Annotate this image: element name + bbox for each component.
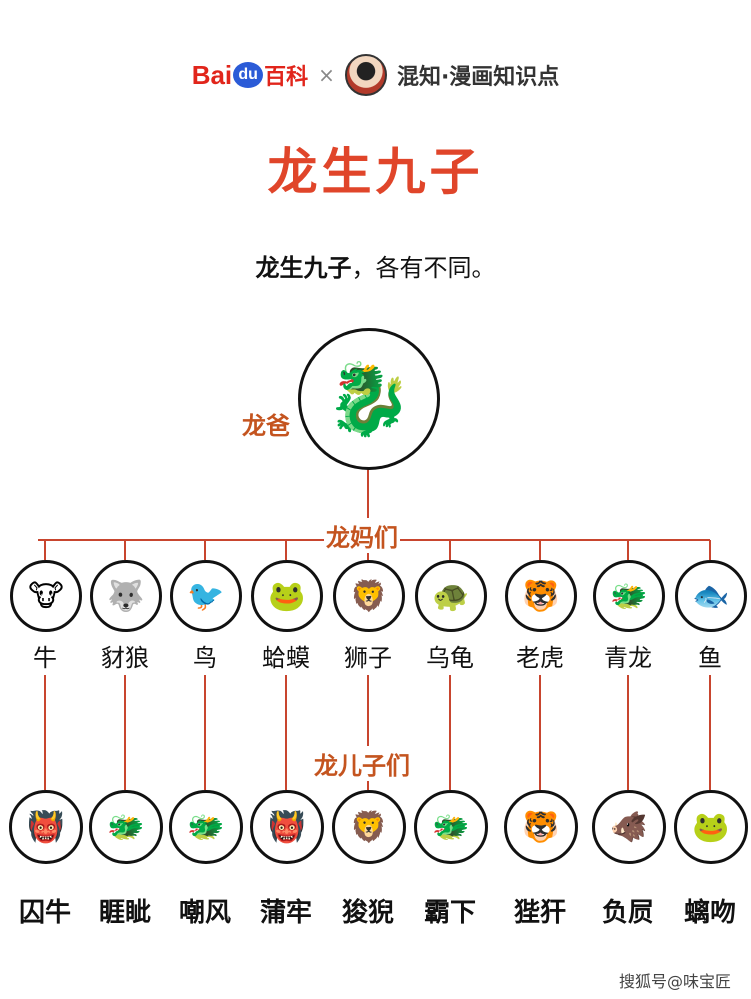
creature-icon: 👹: [27, 809, 65, 845]
son-portrait: 🐯: [504, 790, 578, 864]
mother-label: 老虎: [516, 644, 564, 672]
creature-icon: 🦁: [350, 809, 388, 845]
animal-icon: 🦁: [350, 578, 388, 614]
mother-label: 狮子: [344, 644, 392, 672]
son-label: 螭吻: [683, 898, 736, 928]
mother-label: 豺狼: [101, 644, 149, 672]
mother-portrait: 🐲: [593, 560, 665, 632]
partner-name: 混知·漫画知识点: [396, 65, 560, 90]
mother-portrait: 🐸: [251, 560, 323, 632]
son-label: 囚牛: [18, 898, 71, 928]
son-label: 霸下: [423, 898, 476, 928]
page-title: 龙生九子: [267, 143, 484, 201]
animal-icon: 🐯: [522, 578, 560, 614]
subtitle: 龙生九子，各有不同。: [0, 248, 751, 283]
mothers-label: 龙妈们: [324, 518, 400, 553]
creature-icon: 🐗: [610, 809, 648, 845]
animal-icon: 🐟: [692, 578, 730, 614]
animal-icon: 🐲: [610, 578, 648, 614]
subtitle-rest: ，各有不同。: [351, 254, 496, 282]
mother-label: 鱼: [698, 644, 722, 672]
creature-icon: 🐯: [522, 809, 560, 845]
creature-icon: 🐲: [187, 809, 225, 845]
son-portrait: 🐸: [674, 790, 748, 864]
son-portrait: 🐲: [169, 790, 243, 864]
creature-icon: 👹: [268, 809, 306, 845]
mother-portrait: 🦁: [333, 560, 405, 632]
animal-icon: 🐺: [107, 578, 145, 614]
creature-icon: 🐸: [692, 809, 730, 845]
animal-icon: 🐸: [268, 578, 306, 614]
mother-label: 鸟: [193, 644, 217, 672]
son-portrait: 🐲: [89, 790, 163, 864]
sons-label: 龙儿子们: [312, 746, 412, 781]
son-label: 狻猊: [341, 898, 394, 928]
son-portrait: 🐲: [414, 790, 488, 864]
son-label: 负屃: [601, 898, 654, 928]
hunzhi-avatar-icon: [344, 54, 387, 96]
mother-label: 牛: [33, 644, 57, 672]
son-label: 狴犴: [513, 898, 566, 928]
son-label: 嘲风: [178, 898, 231, 928]
son-portrait: 👹: [9, 790, 83, 864]
mother-label: 青龙: [604, 644, 652, 672]
paw-icon: du: [233, 62, 264, 88]
mother-portrait: 🐟: [675, 560, 747, 632]
mother-portrait: 🐯: [505, 560, 577, 632]
son-portrait: 🦁: [332, 790, 406, 864]
mother-portrait: 🐦: [170, 560, 242, 632]
creature-icon: 🐲: [432, 809, 470, 845]
son-label: 睚眦: [98, 898, 151, 928]
cross-sign: ×: [318, 63, 335, 87]
mother-portrait: 🐮: [10, 560, 82, 632]
mother-label: 蛤蟆: [262, 644, 310, 672]
father-label: 龙爸: [240, 406, 292, 441]
animal-icon: 🐮: [28, 578, 64, 614]
son-portrait: 👹: [250, 790, 324, 864]
watermark: 搜狐号@味宝匠: [618, 972, 731, 991]
dragon-icon: 🐉: [325, 357, 413, 440]
son-label: 蒲牢: [259, 898, 312, 928]
mother-portrait: 🐢: [415, 560, 487, 632]
mother-portrait: 🐺: [90, 560, 162, 632]
son-portrait: 🐗: [592, 790, 666, 864]
animal-icon: 🐦: [187, 578, 225, 614]
creature-icon: 🐲: [107, 809, 145, 845]
baike-text: 百科: [264, 64, 309, 89]
mother-label: 乌龟: [426, 644, 474, 672]
animal-icon: 🐢: [432, 578, 470, 614]
subtitle-bold: 龙生九子: [255, 254, 352, 282]
dragon-father-portrait: 🐉: [298, 328, 440, 470]
